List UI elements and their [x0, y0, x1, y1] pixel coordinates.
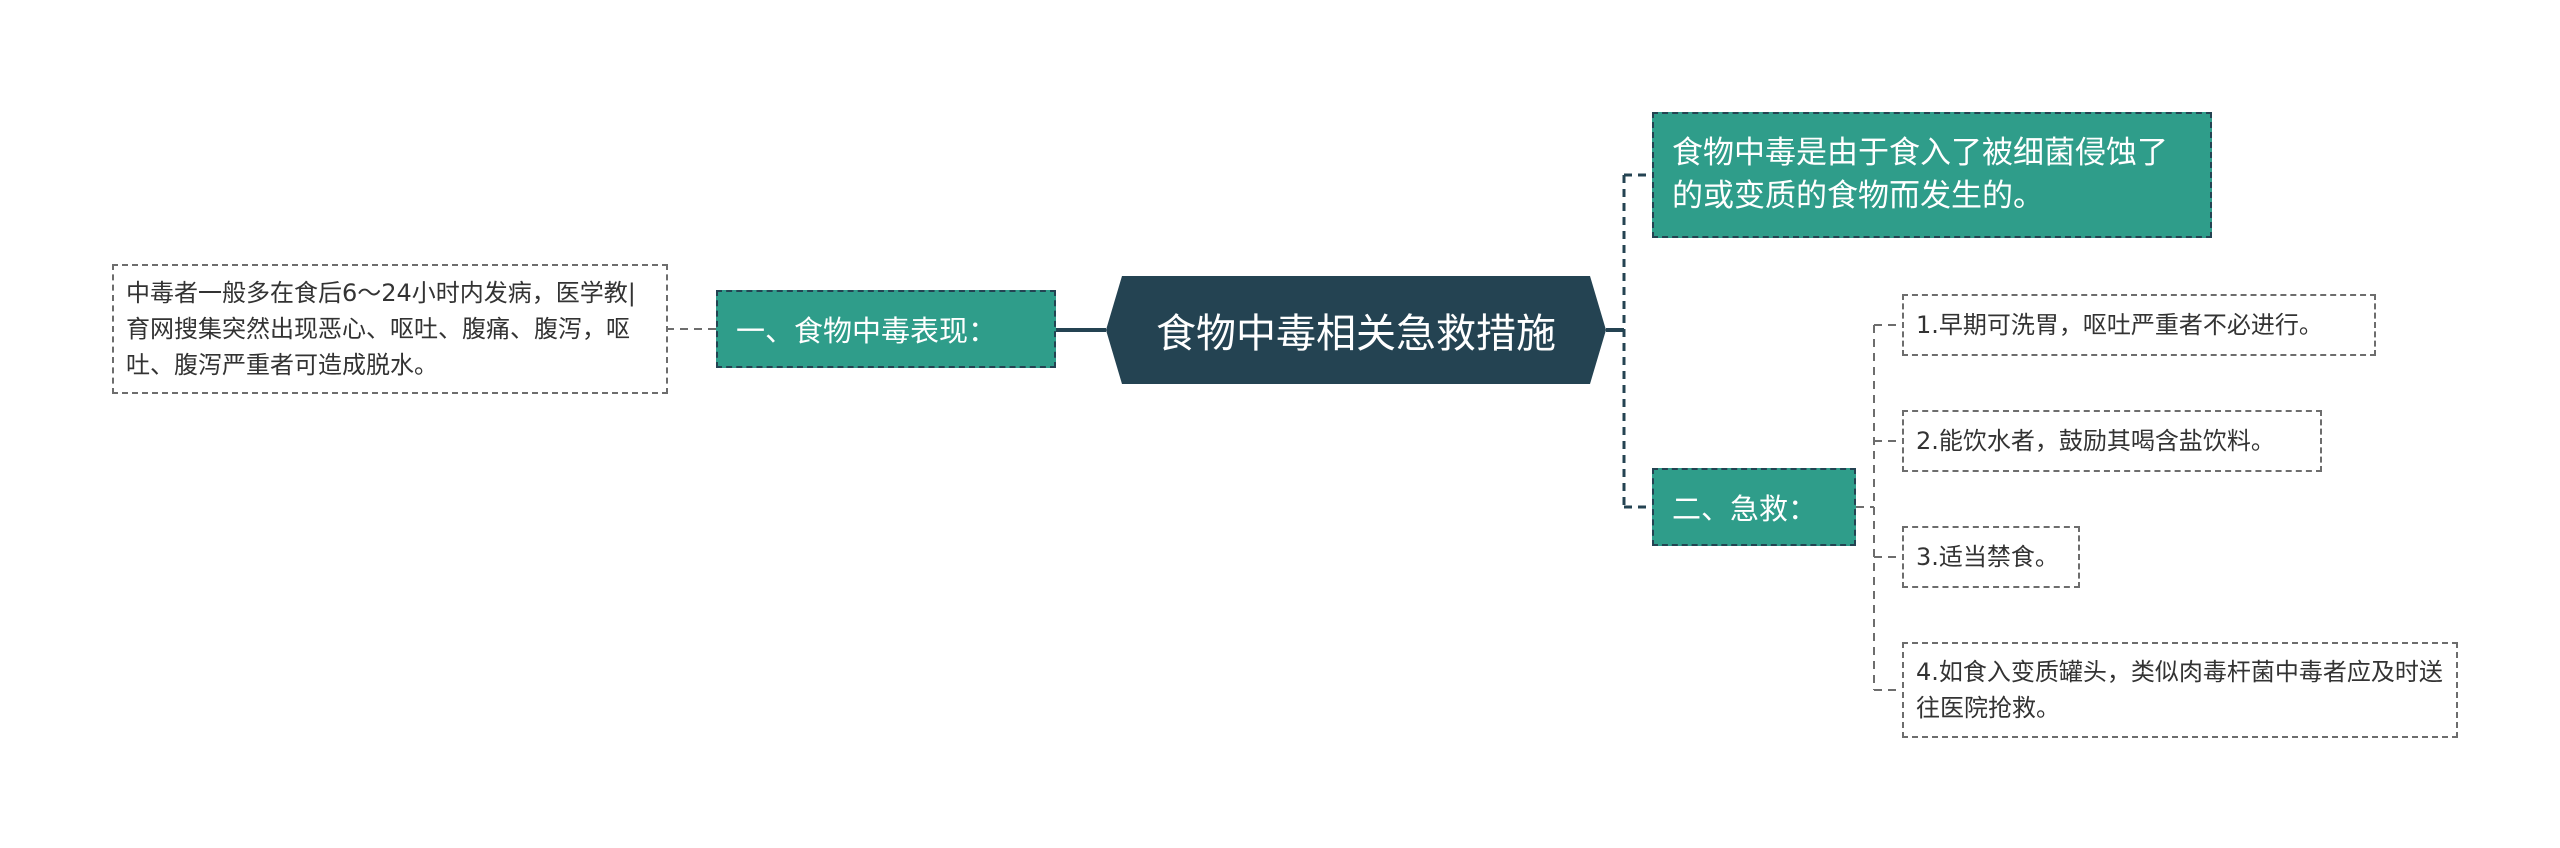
- first-aid-step-3[interactable]: 3.适当禁食。: [1902, 526, 2080, 588]
- root-topic-label: 食物中毒相关急救措施: [1156, 311, 1556, 357]
- first-aid-step-3-text: 3.适当禁食。: [1916, 543, 2059, 571]
- branch-symptoms-label: 一、食物中毒表现：: [736, 314, 998, 348]
- branch-symptoms[interactable]: 一、食物中毒表现：: [716, 290, 1056, 368]
- first-aid-step-4-text: 4.如食入变质罐头，类似肉毒杆菌中毒者应及时送往医院抢救。: [1916, 658, 2443, 722]
- symptoms-detail-text: 中毒者一般多在食后6～24小时内发病，医学教|育网搜集突然出现恶心、呕吐、腹痛、…: [126, 279, 636, 379]
- first-aid-step-4[interactable]: 4.如食入变质罐头，类似肉毒杆菌中毒者应及时送往医院抢救。: [1902, 642, 2458, 738]
- first-aid-step-2[interactable]: 2.能饮水者，鼓励其喝含盐饮料。: [1902, 410, 2322, 472]
- first-aid-step-2-text: 2.能饮水者，鼓励其喝含盐饮料。: [1916, 427, 2275, 455]
- branch-definition-label: 食物中毒是由于食入了被细菌侵蚀了的或变质的食物而发生的。: [1672, 135, 2168, 214]
- branch-definition[interactable]: 食物中毒是由于食入了被细菌侵蚀了的或变质的食物而发生的。: [1652, 112, 2212, 238]
- first-aid-step-1[interactable]: 1.早期可洗胃，呕吐严重者不必进行。: [1902, 294, 2376, 356]
- first-aid-step-1-text: 1.早期可洗胃，呕吐严重者不必进行。: [1916, 311, 2323, 339]
- branch-first-aid[interactable]: 二、急救：: [1652, 468, 1856, 546]
- symptoms-detail[interactable]: 中毒者一般多在食后6～24小时内发病，医学教|育网搜集突然出现恶心、呕吐、腹痛、…: [112, 264, 668, 394]
- root-topic[interactable]: 食物中毒相关急救措施: [1106, 276, 1606, 384]
- branch-first-aid-label: 二、急救：: [1672, 492, 1818, 526]
